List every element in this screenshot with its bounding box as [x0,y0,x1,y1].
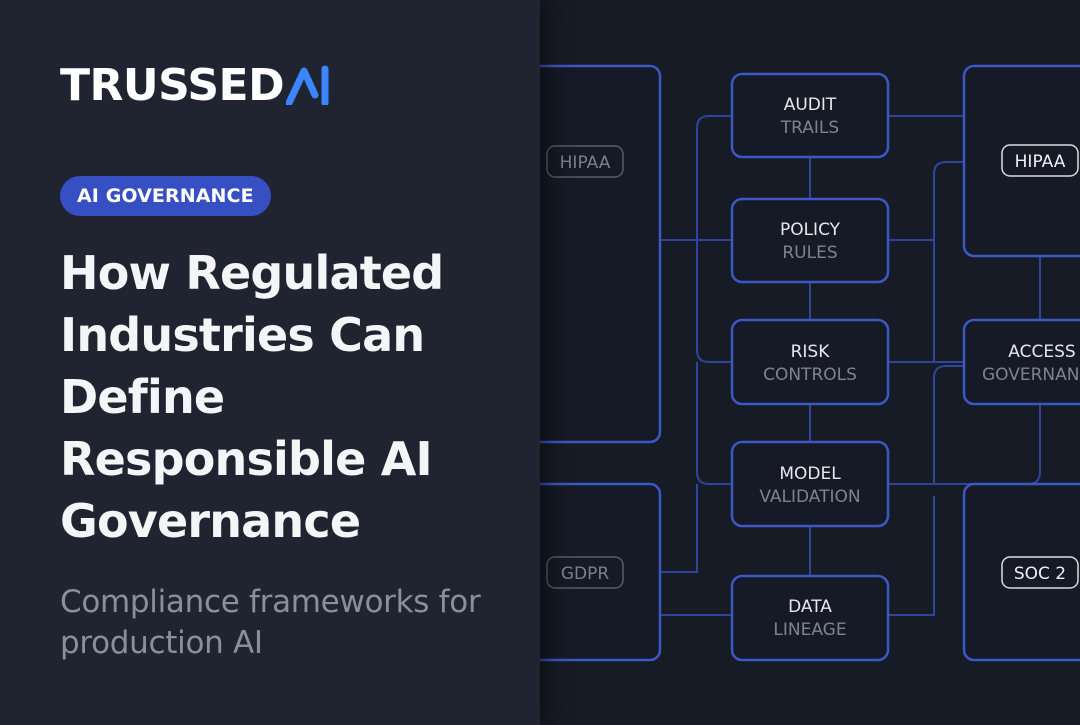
framework-tag-hipaa-right [1001,144,1079,177]
framework-tag-label: HIPAA [560,153,611,173]
framework-tag-soc2 [1001,556,1079,589]
node-label-secondary: VALIDATION [759,487,860,507]
framework-tag-gdpr [546,556,624,589]
framework-tag-hipaa-left [546,145,624,178]
node-label-primary: POLICY [780,220,841,240]
node-label-primary: ACCESS [1008,342,1075,362]
diagram-connectors [660,115,1041,616]
node-data-lineage [730,574,890,662]
framework-tag-label: GDPR [561,564,610,584]
page-title: How Regulated Industries Can Define Resp… [60,246,444,548]
category-badge: AI GOVERNANCE [60,176,271,216]
node-label-secondary: RULES [782,243,837,263]
governance-diagram: AUDIT TRAILS POLICY RULES RISK CONTROLS … [540,0,1080,725]
framework-tag-label: HIPAA [1015,152,1066,172]
node-model-validation [730,440,890,528]
node-policy-rules [730,197,890,284]
node-label-primary: MODEL [779,464,841,484]
node-label-secondary: TRAILS [780,118,839,138]
ai-logo-mark-icon [286,65,329,105]
node-label-primary: AUDIT [784,95,837,115]
brand-logo: TRUSSED [60,60,332,112]
node-audit-trails [730,72,890,159]
brand-name: TRUSSED [60,60,285,111]
framework-frame-hipaa [540,64,662,444]
node-label-secondary: CONTROLS [763,365,857,385]
node-label-secondary: GOVERNANCE [982,365,1080,385]
node-label-primary: DATA [788,597,832,617]
page-subtitle: Compliance frameworks for production AI [60,584,481,661]
node-label-primary: RISK [791,342,831,362]
diagram-canvas: AUDIT TRAILS POLICY RULES RISK CONTROLS … [540,64,1080,662]
node-access-governance [962,318,1080,406]
node-label-secondary: LINEAGE [773,620,846,640]
node-risk-controls [730,318,890,406]
framework-tag-label: SOC 2 [1014,564,1066,584]
hero-panel: TRUSSED AI GOVERNANCE How Regulated Indu… [0,0,540,725]
